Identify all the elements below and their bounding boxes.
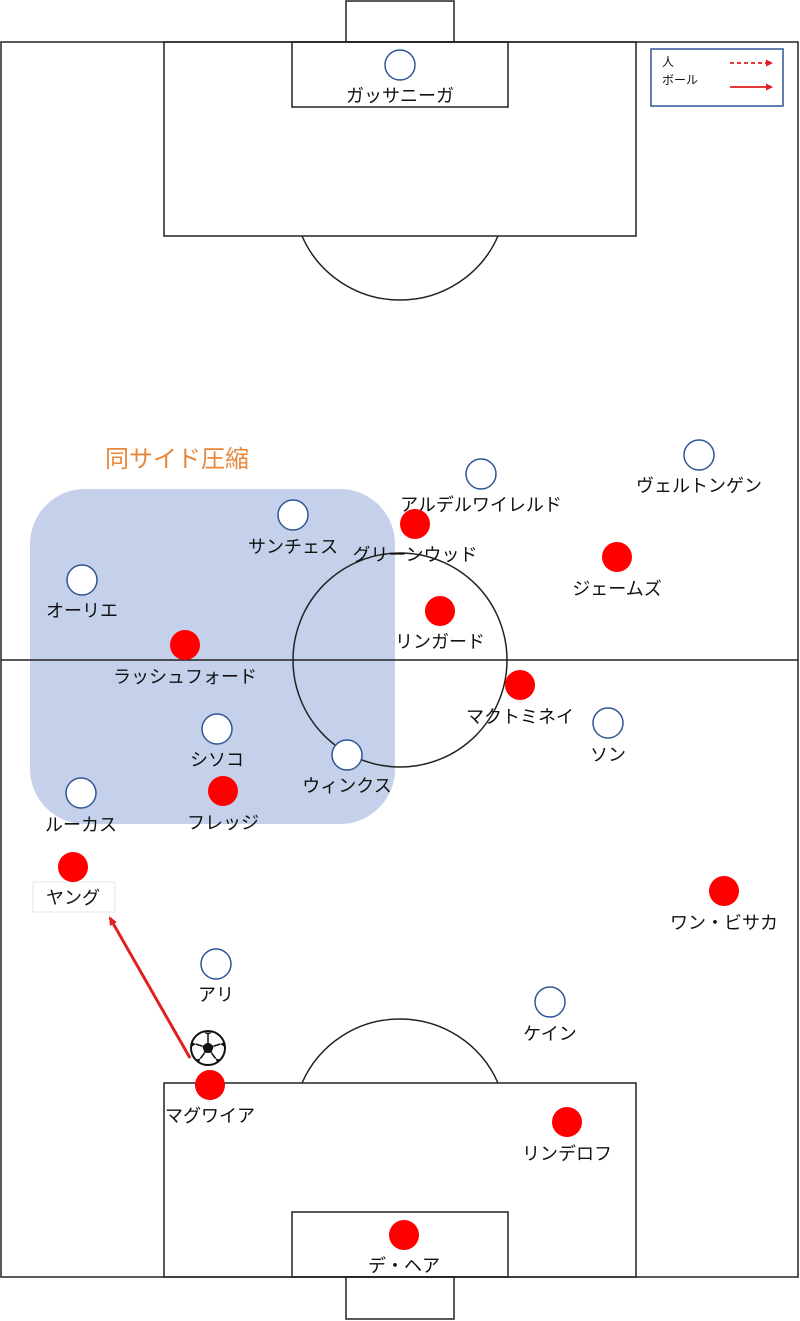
player-red: ジェームズ (572, 542, 662, 600)
player-name-label: フレッジ (187, 813, 259, 834)
player-blue: ケイン (523, 986, 577, 1045)
player-blue: ルーカス (45, 777, 117, 836)
blue-player-marker (534, 986, 566, 1018)
player-red: マグワイア (165, 1070, 255, 1127)
player-name-label: リンデロフ (522, 1144, 612, 1165)
player-name-label: ラッシュフォード (113, 667, 257, 688)
player-name-label: リンガード (395, 632, 485, 653)
red-player-marker (709, 876, 739, 906)
player-name-label: ソン (590, 745, 626, 766)
player-red: ワン・ビサカ (670, 876, 778, 934)
red-player-marker (170, 630, 200, 660)
blue-player-marker (65, 777, 97, 809)
blue-player-marker (66, 564, 98, 596)
red-player-marker (425, 596, 455, 626)
red-player-marker (552, 1107, 582, 1137)
legend: 人 ボール (650, 48, 784, 107)
player-name-label: グリーンウッド (352, 545, 477, 566)
player-name-label: ケイン (523, 1024, 577, 1045)
player-red: グリーンウッド (352, 509, 478, 566)
player-name-label: オーリエ (46, 601, 118, 622)
player-name-label: ガッサニーガ (346, 86, 454, 107)
compression-zone (30, 489, 395, 824)
player-name-label: ルーカス (45, 815, 117, 836)
player-name-label: デ・ヘア (368, 1256, 440, 1277)
blue-player-marker (465, 458, 497, 490)
legend-person-label: 人 (662, 55, 674, 69)
red-player-marker (389, 1220, 419, 1250)
player-name-label: ウィンクス (302, 776, 391, 797)
young-label-box (32, 881, 116, 913)
red-player-marker (195, 1070, 225, 1100)
red-player-marker (208, 776, 238, 806)
player-name-label: シソコ (190, 750, 244, 771)
red-player-marker (58, 852, 88, 882)
player-name-label: アリ (198, 985, 234, 1006)
red-player-marker (602, 542, 632, 572)
soccer-ball-icon (190, 1030, 226, 1066)
player-name-label: マクトミネイ (466, 707, 574, 728)
red-player-marker (505, 670, 535, 700)
player-name-label: ヴェルトンゲン (636, 476, 762, 497)
blue-player-marker (200, 948, 232, 980)
blue-player-marker (592, 707, 624, 739)
player-blue: ヴェルトンゲン (636, 439, 762, 497)
player-blue: サンチェス (248, 499, 338, 558)
player-red: ラッシュフォード (113, 630, 257, 688)
player-blue: アリ (198, 948, 234, 1006)
player-name-label: アルデルワイレルド (400, 495, 562, 516)
blue-player-marker (277, 499, 309, 531)
player-name-label: ワン・ビサカ (670, 913, 778, 934)
player-blue: アルデルワイレルド (400, 458, 562, 516)
player-blue: オーリエ (46, 564, 118, 622)
player-name-label: マグワイア (165, 1106, 255, 1127)
player-blue: ウィンクス (302, 739, 392, 797)
blue-player-marker (683, 439, 715, 471)
red-player-marker (400, 509, 430, 539)
blue-player-marker (201, 713, 233, 745)
player-red: マクトミネイ (466, 670, 574, 728)
legend-ball-label: ボール (662, 73, 698, 87)
player-name-label: サンチェス (248, 537, 338, 558)
player-red: リンデロフ (522, 1107, 612, 1165)
player-red: リンガード (395, 596, 485, 653)
player-blue: シソコ (190, 713, 244, 771)
player-blue: ソン (590, 707, 626, 766)
blue-player-marker (384, 49, 416, 81)
player-red: デ・ヘア (368, 1220, 440, 1277)
ball-pass-arrow (108, 916, 192, 1059)
player-red: フレッジ (187, 776, 259, 834)
player-name-label: ジェームズ (572, 579, 661, 600)
blue-player-marker (331, 739, 363, 771)
player-blue: ガッサニーガ (346, 49, 454, 107)
player-name-label: ヤング (46, 888, 100, 909)
player-red: ヤング (46, 852, 100, 909)
zone-title: 同サイド圧縮 (105, 445, 249, 473)
